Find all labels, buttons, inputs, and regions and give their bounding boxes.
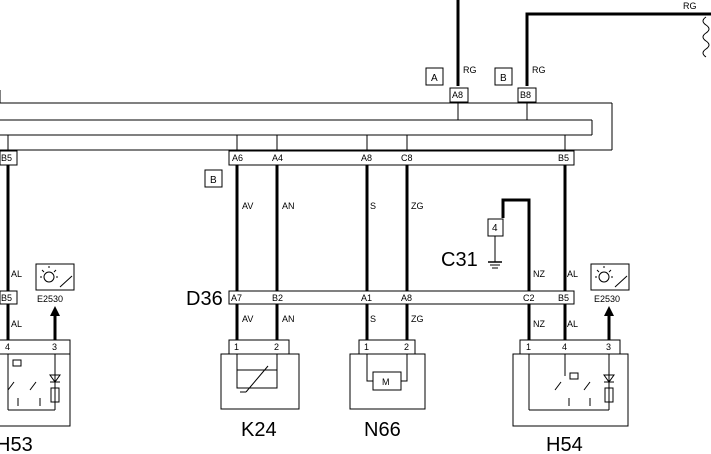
d36-pin-b5-left-label: B5 [1,293,12,303]
arrow-up-icon [604,306,614,316]
ground-pin-label: 4 [492,223,498,234]
harness-box-b [204,169,223,188]
component-n66 [349,339,426,410]
upper-pin-b5-left-label: B5 [1,153,12,163]
upper-pin-strip [228,150,575,166]
pin-b8-top-label: B8 [520,90,531,100]
n66-pin-2: 2 [404,342,409,352]
wire-label-s-lower: S [370,314,376,324]
upper-pin-c8: C8 [401,153,413,163]
lamp-right-label: E2530 [594,294,620,304]
motor-icon: M [382,377,390,387]
wire-label-zg-lower: ZG [411,314,424,324]
d36-label: D36 [186,288,223,310]
wire-label-al-right-upper: AL [567,269,578,279]
d36-pin-b2: B2 [272,293,283,303]
h53-pin-4: 4 [5,342,10,352]
d36-pin-a1: A1 [361,293,372,303]
k24-pin-2: 2 [274,342,279,352]
connector-box-b [494,67,513,86]
d36-pin-c2: C2 [523,293,535,303]
wire-label-nz-upper: NZ [533,269,545,279]
wire-label-an-lower: AN [282,314,295,324]
lamp-icon-right [590,263,630,291]
harness-bus [0,90,613,151]
h53-label: H53 [0,434,33,454]
connector-box-a [425,67,444,86]
ground-c31 [487,218,504,269]
k24-pin-1: 1 [234,342,239,352]
wire-label-zg-upper: ZG [411,201,424,211]
h54-pin-1: 1 [526,342,531,352]
component-h53 [0,339,71,427]
upper-pin-a8: A8 [361,153,372,163]
connector-box-b-label: B [500,73,507,84]
wire-label-an-upper: AN [282,201,295,211]
h54-label: H54 [546,434,583,454]
lamp-left-label: E2530 [37,294,63,304]
pin-b8-top [517,87,537,103]
pin-a8-top-label: A8 [452,90,463,100]
harness-box-b-label: B [210,175,217,186]
n66-label: N66 [364,419,401,441]
connector-box-a-label: A [431,73,438,84]
arrow-up-icon [50,306,60,316]
ground-label-c31: C31 [441,249,478,271]
wire-label-rg-a: RG [463,65,477,75]
upper-pin-a6: A6 [232,153,243,163]
k24-label: K24 [241,419,277,441]
wire-label-s-upper: S [370,201,376,211]
wire-label-rg-b: RG [532,65,546,75]
upper-pin-a4: A4 [272,153,283,163]
n66-pin-1: 1 [364,342,369,352]
h53-pin-3: 3 [52,342,57,352]
h54-pin-4: 4 [562,342,567,352]
d36-pin-a7: A7 [231,293,242,303]
wire-label-av-lower: AV [242,314,253,324]
lower-wires [6,304,611,340]
d36-pin-strip [228,290,575,305]
wire-label-av-upper: AV [242,201,253,211]
wire-label-rg-top: RG [683,1,697,11]
component-h54 [512,339,629,427]
d36-pin-b5-right: B5 [558,293,569,303]
upper-pin-b5-right: B5 [558,153,569,163]
wire-label-al-right-lower: AL [567,319,578,329]
lamp-icon-left [35,263,75,291]
wire-label-al-left-lower: AL [11,319,22,329]
top-wires [456,0,711,86]
middle-wires [6,165,567,291]
wire-label-al-left-upper: AL [11,269,22,279]
h54-pin-3: 3 [606,342,611,352]
wire-label-nz-lower: NZ [533,319,545,329]
d36-pin-a8: A8 [401,293,412,303]
component-k24 [220,339,300,410]
pin-a8-top [449,87,469,103]
